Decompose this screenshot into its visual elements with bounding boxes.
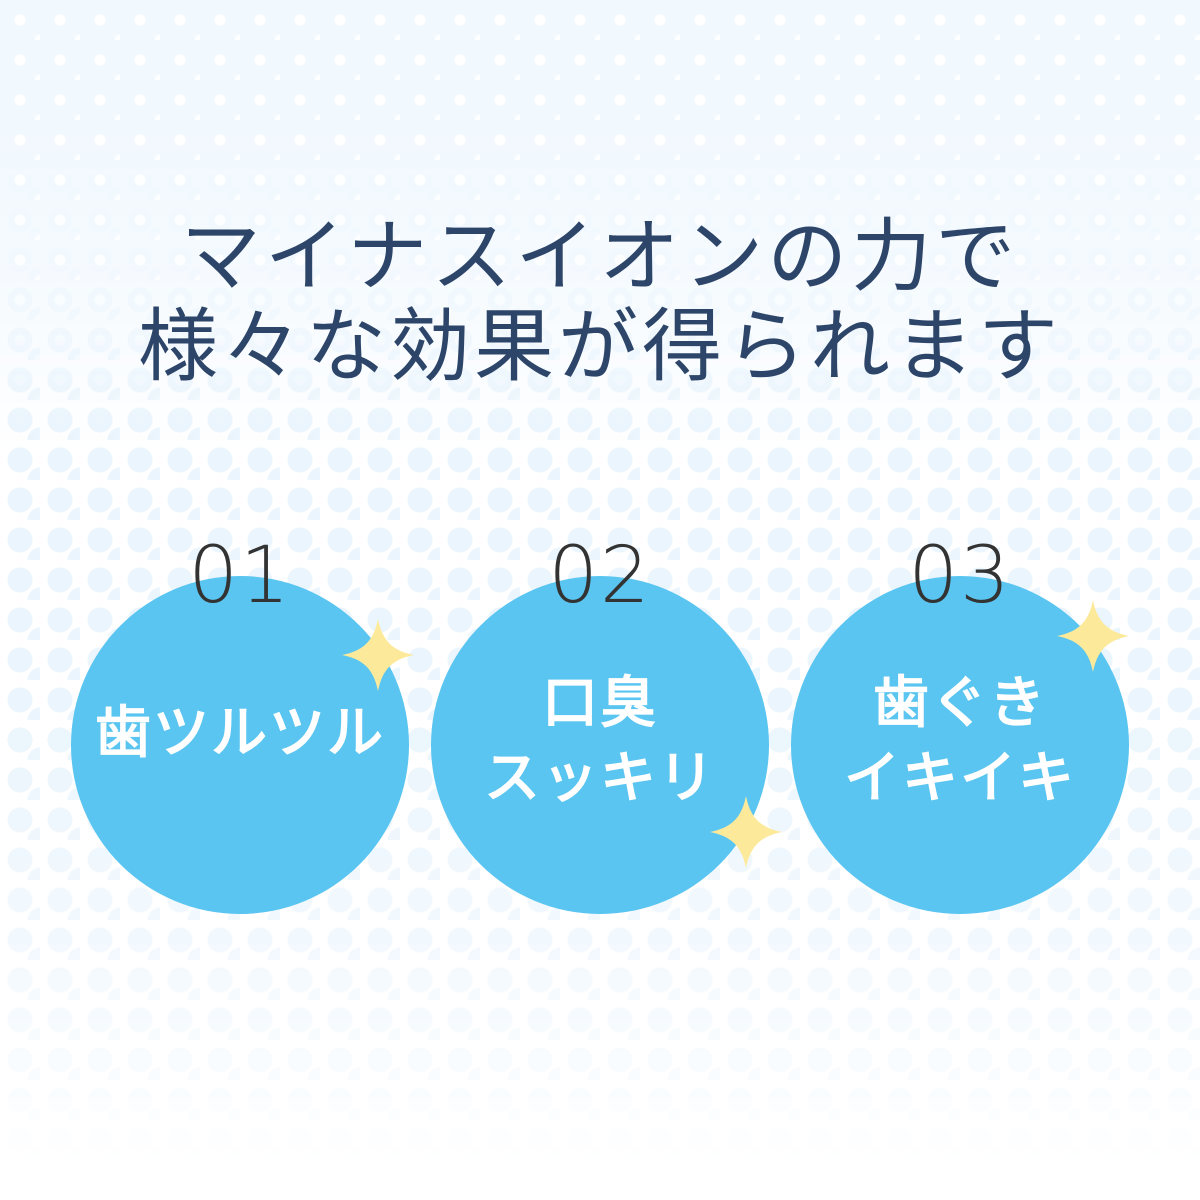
title-line-2: 様々な効果が得られます (138, 300, 1062, 393)
title-line-1: マイナスイオンの力で (180, 210, 1020, 303)
benefit-label-line: イキイキ (844, 746, 1076, 811)
benefit-label: 歯ぐき イキイキ (791, 576, 1129, 914)
benefit-circle (71, 576, 409, 914)
benefit-number: 02 (548, 531, 652, 621)
benefit-label-line: 口臭 (542, 671, 658, 736)
benefit-item-02: 02 口臭 スッキリ (431, 536, 769, 914)
benefit-item-01: 01 歯ツルツル (71, 536, 409, 914)
benefit-number: 03 (908, 531, 1012, 621)
benefit-circle (431, 576, 769, 914)
benefit-number: 01 (188, 531, 292, 621)
top-gradient-background (0, 0, 1200, 460)
sparkle-icon (342, 619, 414, 691)
benefit-label-line: 歯ぐき (873, 671, 1047, 736)
benefit-label-line: スッキリ (484, 746, 716, 811)
sparkle-icon (710, 796, 782, 868)
benefit-label-line: 歯ツルツル (95, 700, 385, 766)
page-title: マイナスイオンの力で 様々な効果が得られます (0, 212, 1200, 392)
benefit-label: 口臭 スッキリ (431, 576, 769, 914)
benefit-item-03: 03 歯ぐき イキイキ (791, 536, 1129, 914)
sparkle-icon (1057, 600, 1129, 672)
benefit-label: 歯ツルツル (71, 576, 409, 914)
